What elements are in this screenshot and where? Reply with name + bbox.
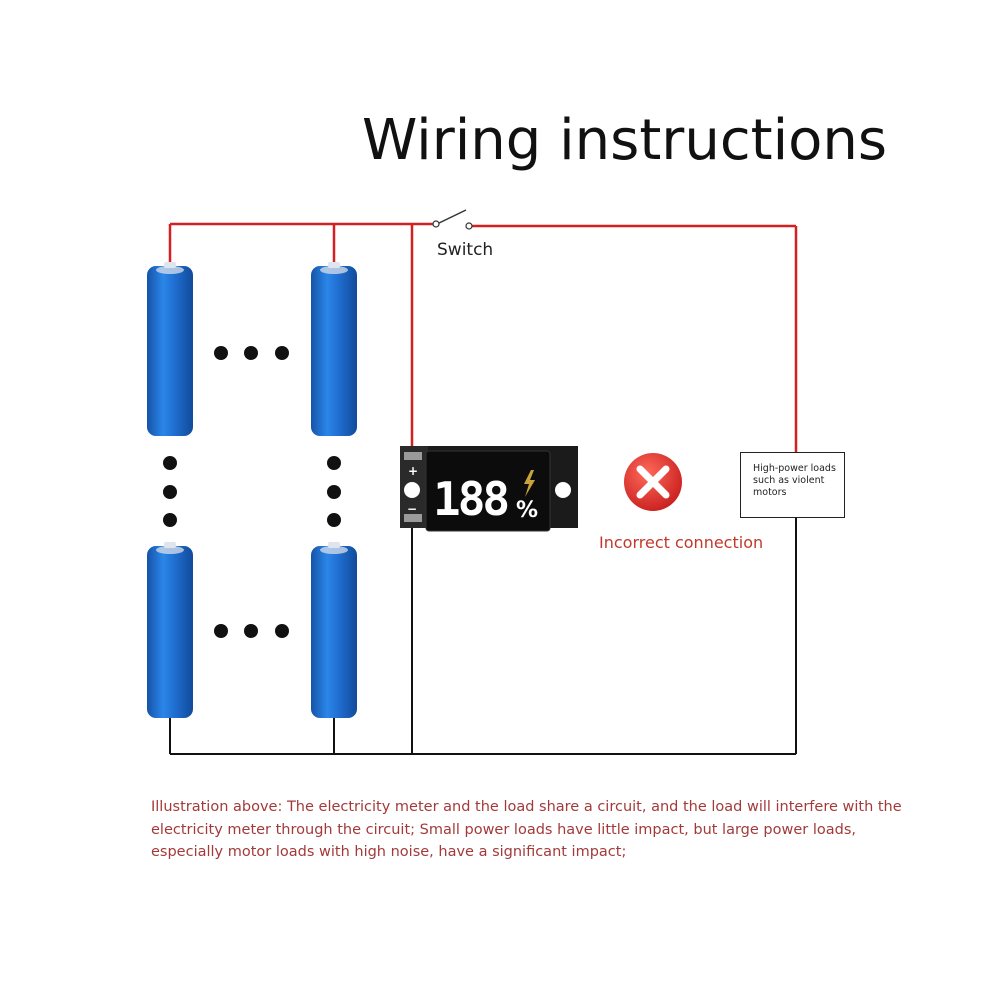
page-title: Wiring instructions — [362, 108, 888, 173]
battery-bottom-left — [147, 542, 193, 718]
battery-meter-module: + − 188 % — [400, 446, 578, 532]
positive-wire — [168, 222, 798, 465]
load-label-line-1: High-power loads — [753, 463, 836, 474]
load-label-line-2: such as violent — [753, 475, 825, 486]
lightning-bolt-icon — [524, 470, 535, 497]
switch — [432, 209, 473, 230]
caption-line-1: Illustration above: The electricity mete… — [151, 799, 902, 815]
ellipsis-dots-bottom-row — [214, 624, 289, 638]
caption-line-2: electricity meter through the circuit; S… — [151, 821, 856, 838]
caption-line-3: especially motor loads with high noise, … — [151, 844, 627, 860]
red-x-icon — [624, 453, 682, 511]
illustration-caption: Illustration above: The electricity mete… — [151, 796, 902, 864]
ellipsis-dots-top-row — [214, 346, 289, 360]
meter-digits: 188 — [433, 472, 507, 526]
meter-plus-label: + — [408, 464, 418, 478]
switch-label: Switch — [437, 240, 494, 260]
meter-minus-label: − — [407, 502, 417, 516]
battery-top-left — [147, 262, 193, 436]
battery-top-right — [311, 262, 357, 436]
load-label-line-3: motors — [753, 487, 787, 498]
incorrect-connection-label: Incorrect connection — [599, 533, 764, 552]
negative-wire — [169, 510, 797, 755]
battery-bottom-right — [311, 542, 357, 718]
ellipsis-dots-left-column — [163, 456, 177, 527]
ellipsis-dots-right-column — [327, 456, 341, 527]
high-power-load-box: High-power loads such as violent motors — [740, 452, 845, 518]
meter-unit: % — [516, 498, 538, 523]
